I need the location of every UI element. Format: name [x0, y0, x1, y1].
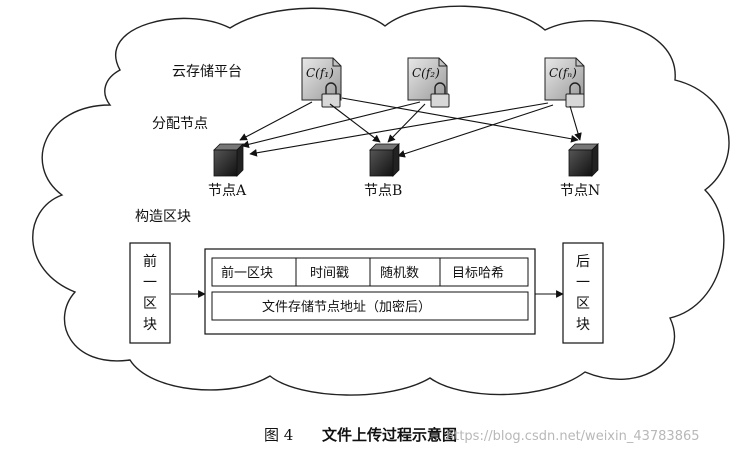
node-a-label: 节点A	[208, 183, 247, 199]
cloud-shape	[32, 5, 730, 396]
document-icon	[407, 57, 448, 101]
next-block-char: 块	[576, 317, 590, 333]
lock-icon	[565, 82, 585, 108]
node-a: 节点A	[208, 143, 247, 199]
allocation-arrows	[239, 97, 582, 158]
document-icon	[544, 57, 585, 101]
server-cube-icon	[568, 143, 599, 177]
node-b: 节点B	[364, 143, 402, 199]
lock-icon	[430, 82, 450, 108]
header-cell-timestamp: 时间戳	[310, 266, 349, 281]
prev-block-char: 区	[143, 296, 157, 312]
cloud-platform-label: 云存储平台	[172, 64, 242, 80]
file-1-label: C(f₁)	[306, 66, 334, 80]
node-n-label: 节点N	[560, 183, 600, 199]
header-cell-nonce: 随机数	[380, 266, 419, 281]
next-block-char: 区	[576, 296, 590, 312]
block-body-addresses: 文件存储节点地址（加密后）	[262, 299, 431, 315]
watermark: https://blog.csdn.net/weixin_43783865	[446, 429, 700, 444]
node-b-label: 节点B	[364, 183, 402, 199]
figure-number: 图 4	[264, 426, 293, 444]
prev-block-char: 前	[143, 253, 157, 270]
lock-icon	[321, 82, 341, 108]
file-2-label: C(f₂)	[412, 66, 440, 80]
figure-caption: 文件上传过程示意图	[322, 426, 457, 444]
file-n-label: C(fₙ)	[549, 66, 577, 80]
header-cell-prev-hash: 前一区块	[221, 265, 273, 281]
next-block-char: 一	[576, 275, 590, 291]
file-1: C(f₁)	[301, 57, 342, 108]
allocate-nodes-label: 分配节点	[152, 116, 208, 132]
node-n: 节点N	[560, 143, 600, 199]
prev-block: 前 一 区 块	[129, 242, 171, 344]
prev-block-char: 一	[143, 275, 157, 291]
next-block-char: 后	[576, 254, 590, 270]
server-cube-icon	[369, 143, 400, 177]
file-2: C(f₂)	[407, 57, 450, 108]
current-block: 前一区块 时间戳 随机数 目标哈希 文件存储节点地址（加密后）	[204, 248, 536, 335]
header-cell-target-hash: 目标哈希	[452, 266, 504, 281]
document-icon	[301, 57, 342, 101]
file-n: C(fₙ)	[544, 57, 585, 108]
construct-block-label: 构造区块	[135, 209, 191, 225]
server-cube-icon	[213, 143, 244, 177]
prev-block-char: 块	[143, 317, 157, 333]
next-block: 后 一 区 块	[562, 242, 604, 344]
